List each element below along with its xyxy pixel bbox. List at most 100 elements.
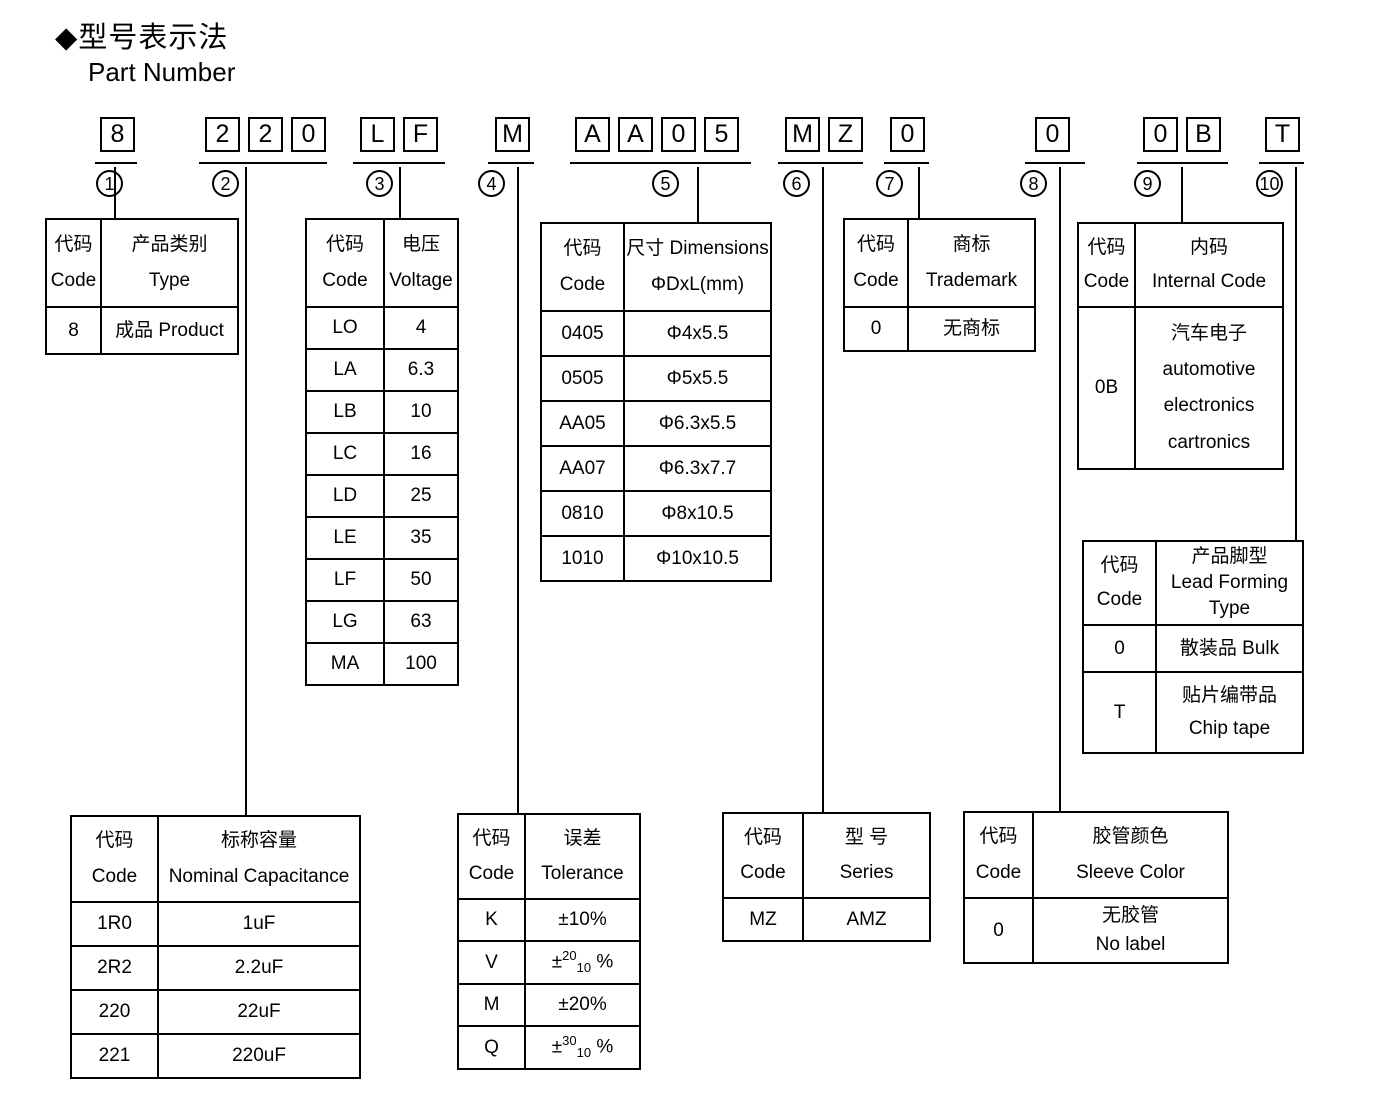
table-cell-line: Code [468, 863, 515, 885]
table-cell-line: 电压 [401, 234, 440, 256]
group-underline [488, 162, 534, 164]
table-row: K±10% [459, 898, 639, 940]
group-underline [1025, 162, 1085, 164]
table-cell-line: No label [1095, 933, 1166, 955]
table-cell-line: Code [853, 270, 899, 292]
group-underline [778, 162, 863, 164]
part-code-box: 0 [661, 117, 696, 152]
table-cell-line: Code [50, 270, 97, 292]
table-cell-line: 0B [1094, 377, 1119, 399]
table-cell-line: Tolerance [541, 863, 624, 885]
group-underline [353, 162, 445, 164]
table-cell-line: Lead Forming [1170, 572, 1289, 594]
connector-line [399, 167, 401, 218]
connector-line [822, 167, 824, 812]
table-cell: LD [307, 476, 383, 516]
table-cell: 无商标 [907, 308, 1034, 350]
table-cell: LC [307, 434, 383, 474]
table-cell-line: Φ6.3x5.5 [658, 412, 737, 434]
table-cell-line: 散装品 Bulk [1179, 637, 1280, 659]
table-cell: 0810 [542, 492, 623, 535]
table-cell: 220uF [157, 1035, 359, 1077]
table-cell-line: LA [333, 359, 357, 381]
table-cell: LF [307, 560, 383, 600]
table-cell: 22uF [157, 991, 359, 1033]
table-cell-line: Φ10x10.5 [656, 547, 739, 569]
table-cell-line: M [483, 994, 500, 1016]
table-cell-line: LB [333, 401, 357, 423]
table-cell-line: 0 [1114, 637, 1125, 659]
table-cell: ±20% [524, 985, 639, 1025]
group-underline [570, 162, 751, 164]
group-number-marker: 9 [1134, 170, 1161, 197]
table-cell-line: Nominal Capacitance [168, 865, 350, 887]
table-cell-line: 代码 [54, 234, 93, 256]
table-cell-line: Code [975, 861, 1022, 883]
table-cell-line: AA07 [559, 457, 606, 479]
group-underline [884, 162, 929, 164]
table-cell: 6.3 [383, 350, 457, 390]
table-cell-line: 贴片编带品 [1181, 684, 1277, 706]
table-cell: 25 [383, 476, 457, 516]
table-cell: Φ5x5.5 [623, 357, 770, 400]
table-cell: LB [307, 392, 383, 432]
part-code-box: 0 [1035, 117, 1070, 152]
table-cell: 0405 [542, 312, 623, 355]
group-number-marker: 10 [1256, 170, 1283, 197]
table-cell-line: V [485, 951, 498, 973]
table-cell-line: Code [559, 274, 606, 296]
group-underline [199, 162, 327, 164]
part-code-box: 0 [291, 117, 326, 152]
table-cell: 0 [965, 899, 1032, 962]
part-code-box: 0 [1143, 117, 1178, 152]
part-code-box: 2 [248, 117, 283, 152]
part-code-box: 0 [890, 117, 925, 152]
table-cell-line: K [485, 909, 498, 931]
table-cell-line: 25 [410, 485, 432, 507]
table-cell-line: Φ5x5.5 [666, 367, 729, 389]
table-cell: M [459, 985, 524, 1025]
table-cell-line: 产品类别 [131, 234, 208, 256]
table-cell-line: LD [332, 485, 358, 507]
table-cell-line: 10 [410, 401, 432, 423]
table-cell-line: 1R0 [97, 913, 132, 935]
table-cell-line: Voltage [389, 270, 453, 292]
table-cell: 50 [383, 560, 457, 600]
table-cell-line: 221 [98, 1045, 131, 1067]
part-code-box: M [785, 117, 820, 152]
table-cell: ±2010 % [524, 942, 639, 983]
connector-line [1181, 167, 1183, 222]
group-underline [1137, 162, 1228, 164]
group-underline [1259, 162, 1304, 164]
table-cell-line: LO [332, 317, 358, 339]
